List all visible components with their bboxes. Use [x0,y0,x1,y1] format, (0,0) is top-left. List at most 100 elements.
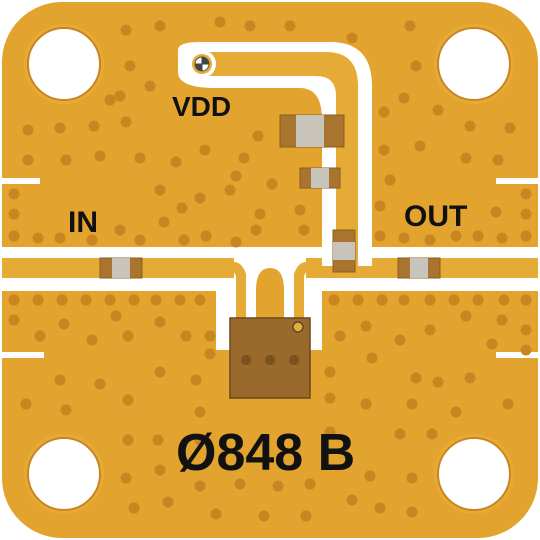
via [472,294,484,306]
via [520,208,532,220]
via [504,122,516,134]
via [294,204,306,216]
via [502,398,514,410]
via [204,348,216,360]
via [150,294,162,306]
input-dc-block-capacitor [99,257,143,279]
via-field [8,16,532,522]
via [178,234,190,246]
via [364,470,376,482]
vdd-line-clearance [178,42,372,266]
via [324,426,336,438]
via [114,224,126,236]
via [366,352,378,364]
via [210,508,222,520]
via [134,234,146,246]
via [104,94,116,106]
via [230,170,242,182]
via [134,152,146,164]
via [54,122,66,134]
via [346,494,358,506]
via [520,324,532,336]
input-label: IN [68,206,98,239]
via [398,92,410,104]
via [244,20,256,32]
output-label: OUT [404,200,467,233]
via [492,154,504,166]
via [520,344,532,356]
via [426,428,438,440]
via [378,106,390,118]
via [224,184,236,196]
via [398,294,410,306]
via [406,398,418,410]
via [32,232,44,244]
via [8,208,20,220]
via [374,502,386,514]
via [190,374,202,386]
via [394,334,406,346]
via [8,230,20,242]
via [104,294,116,306]
vdd-label: VDD [172,91,231,122]
via [238,152,250,164]
via [464,372,476,384]
via [300,510,312,522]
via [328,294,340,306]
via [120,472,132,484]
via [180,330,192,342]
via [450,230,462,242]
via [406,472,418,484]
via [8,188,20,200]
via [410,60,422,72]
via [122,330,134,342]
via [424,234,436,246]
edge-clearance-stubs [2,178,538,358]
via [122,434,134,446]
circle-hole-icon [24,24,104,104]
via [194,480,206,492]
via [460,152,472,164]
via [234,478,246,490]
via [120,116,132,128]
via [22,124,34,136]
via [272,480,284,492]
via [460,310,472,322]
via [34,330,46,342]
via [432,104,444,116]
via [54,374,66,386]
via [284,20,296,32]
via [298,224,310,236]
via [86,234,98,246]
via [56,294,68,306]
via [424,294,436,306]
via [464,120,476,132]
via [154,316,166,328]
via [230,236,242,248]
via [88,120,100,132]
via [398,232,410,244]
via [472,230,484,242]
mounting-holes [24,24,514,514]
via [200,230,212,242]
via [80,294,92,306]
via [414,140,426,152]
via [250,224,262,236]
via [170,156,182,168]
via [450,406,462,418]
via [194,192,206,204]
via [199,144,211,156]
via [60,404,72,416]
via [324,366,336,378]
via [94,378,106,390]
amplifier-ic [229,317,311,399]
via [486,338,498,350]
via [58,318,70,330]
via [432,376,444,388]
via [54,232,66,244]
via [94,150,106,162]
circle-hole-icon [434,24,514,104]
pin1-dot-icon [292,321,304,333]
via [520,188,532,200]
